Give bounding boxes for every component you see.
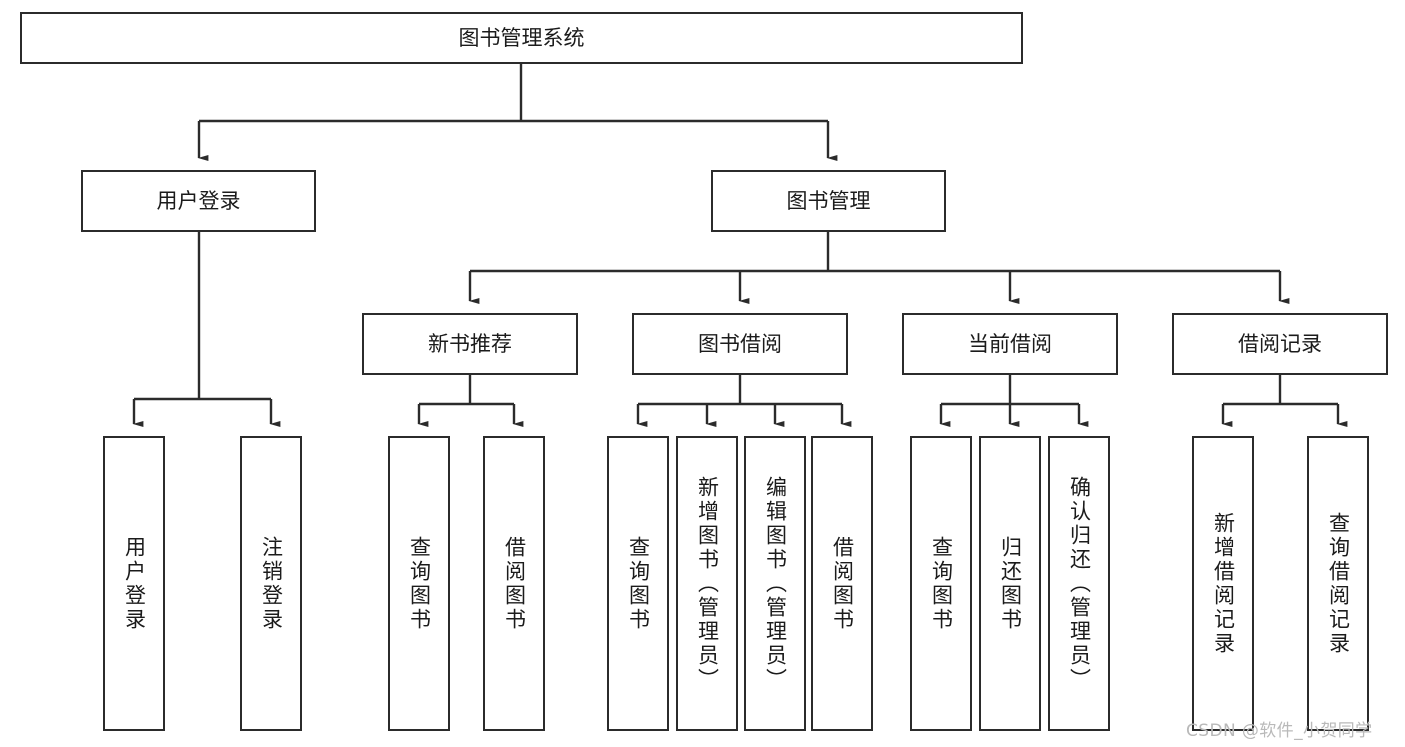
node-user-login[interactable]: 用户登录: [81, 170, 316, 232]
leaf-book-borrow-borrow-label: 借阅图书: [830, 535, 855, 632]
node-new-book-recommend-label: 新书推荐: [428, 331, 512, 356]
leaf-new-book-borrow[interactable]: 借阅图书: [483, 436, 545, 731]
leaf-new-book-query[interactable]: 查询图书: [388, 436, 450, 731]
node-root-book-management-system[interactable]: 图书管理系统: [20, 12, 1023, 64]
leaf-user-login-logout[interactable]: 注销登录: [240, 436, 302, 731]
leaf-borrow-record-add-label: 新增借阅记录: [1211, 511, 1236, 656]
node-user-login-label: 用户登录: [156, 188, 241, 213]
leaf-current-borrow-query[interactable]: 查询图书: [910, 436, 972, 731]
node-current-borrow-label: 当前借阅: [968, 331, 1052, 356]
node-borrow-record[interactable]: 借阅记录: [1172, 313, 1388, 375]
node-book-management[interactable]: 图书管理: [711, 170, 946, 232]
node-book-borrow-label: 图书借阅: [698, 331, 782, 356]
node-borrow-record-label: 借阅记录: [1238, 331, 1322, 356]
node-current-borrow[interactable]: 当前借阅: [902, 313, 1118, 375]
leaf-book-borrow-add-label: 新增图书（管理员）: [695, 475, 720, 692]
leaf-borrow-record-query[interactable]: 查询借阅记录: [1307, 436, 1369, 731]
node-book-borrow[interactable]: 图书借阅: [632, 313, 848, 375]
leaf-borrow-record-query-label: 查询借阅记录: [1326, 511, 1351, 656]
leaf-current-borrow-query-label: 查询图书: [929, 535, 954, 632]
leaf-book-borrow-borrow[interactable]: 借阅图书: [811, 436, 873, 731]
leaf-book-borrow-edit[interactable]: 编辑图书（管理员）: [744, 436, 806, 731]
leaf-borrow-record-add[interactable]: 新增借阅记录: [1192, 436, 1254, 731]
leaf-current-borrow-confirm[interactable]: 确认归还（管理员）: [1048, 436, 1110, 731]
leaf-user-login-login[interactable]: 用户登录: [103, 436, 165, 731]
node-book-management-label: 图书管理: [786, 188, 871, 213]
connector-lines: [132, 64, 1348, 427]
leaf-new-book-query-label: 查询图书: [407, 535, 432, 632]
leaf-book-borrow-add[interactable]: 新增图书（管理员）: [676, 436, 738, 731]
leaf-book-borrow-query-label: 查询图书: [626, 535, 651, 632]
leaf-current-borrow-return-label: 归还图书: [998, 535, 1023, 632]
leaf-book-borrow-edit-label: 编辑图书（管理员）: [763, 475, 788, 692]
leaf-book-borrow-query[interactable]: 查询图书: [607, 436, 669, 731]
leaf-current-borrow-return[interactable]: 归还图书: [979, 436, 1041, 731]
leaf-new-book-borrow-label: 借阅图书: [502, 535, 527, 632]
leaf-current-borrow-confirm-label: 确认归还（管理员）: [1067, 475, 1092, 692]
watermark-text: CSDN @软件_小贺同学: [1186, 721, 1373, 741]
node-root-label: 图书管理系统: [458, 25, 585, 50]
leaf-user-login-login-label: 用户登录: [122, 535, 147, 632]
node-new-book-recommend[interactable]: 新书推荐: [362, 313, 578, 375]
leaf-user-login-logout-label: 注销登录: [259, 535, 284, 632]
